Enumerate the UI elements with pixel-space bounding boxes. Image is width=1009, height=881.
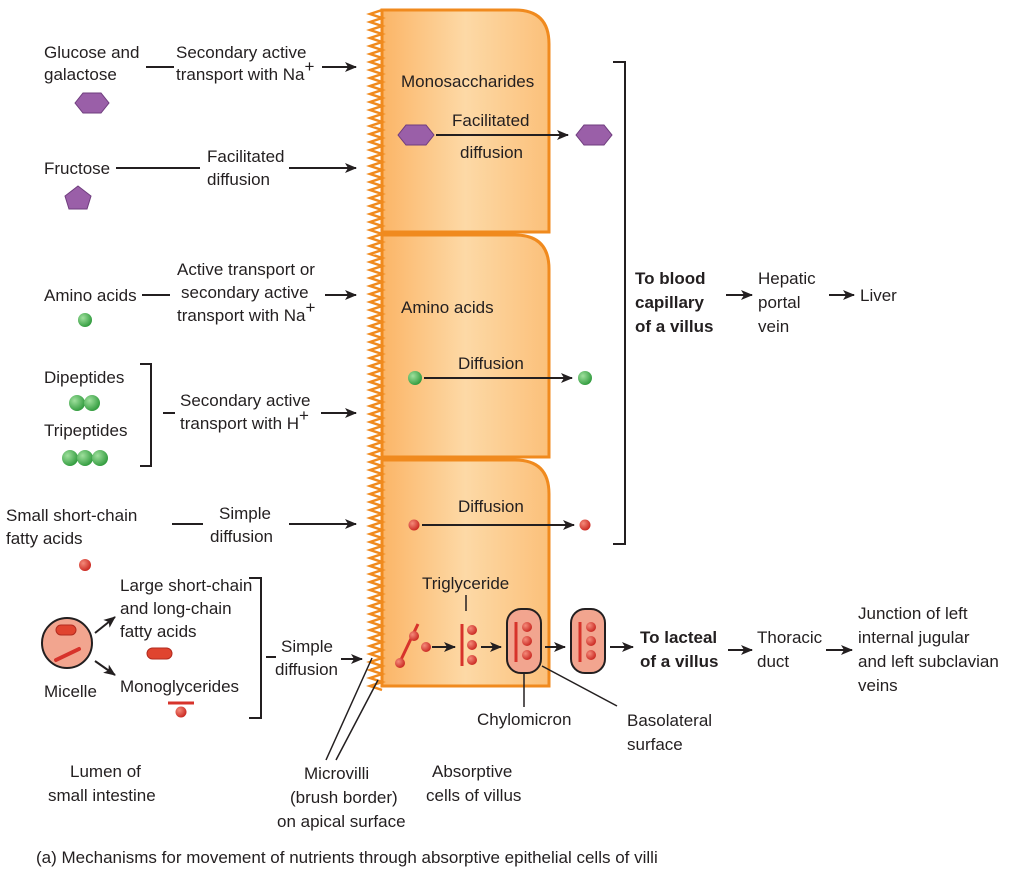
- cell-amino-icon: [408, 371, 422, 385]
- mech-fructose-2: diffusion: [207, 170, 270, 189]
- fructose-pentagon-icon: [64, 185, 92, 210]
- out-thoracic-1: Thoracic: [757, 628, 823, 647]
- out-hepatic-2: portal: [758, 293, 801, 312]
- microvilli-border: [366, 8, 386, 692]
- bottom-microvilli-1: Microvilli: [304, 764, 369, 783]
- amino-exit-icon: [578, 371, 592, 385]
- cell-label-triglyceride: Triglyceride: [422, 574, 509, 593]
- bottom-basolateral-1: Basolateral: [627, 711, 712, 730]
- label-tripeptides: Tripeptides: [44, 421, 127, 440]
- mech-amino-3: transport with Na+: [177, 298, 316, 325]
- mech-amino-1: Active transport or: [177, 260, 315, 279]
- out-junction-3: and left subclavian: [858, 652, 999, 671]
- out-blood-1: To blood: [635, 269, 706, 288]
- out-hepatic-1: Hepatic: [758, 269, 816, 288]
- label-large-fa-1: Large short-chain: [120, 576, 252, 595]
- mech-lipid-1: Simple: [281, 637, 333, 656]
- label-large-fa-2: and long-chain: [120, 599, 232, 618]
- label-small-fa-1: Small short-chain: [6, 506, 137, 525]
- bottom-lumen-2: small intestine: [48, 786, 156, 805]
- caption: (a) Mechanisms for movement of nutrients…: [36, 848, 658, 867]
- absorptive-cells: [366, 8, 551, 692]
- cell-hexagon-left-icon: [397, 124, 435, 146]
- label-small-fa-2: fatty acids: [6, 529, 83, 548]
- hexagon-exit-icon: [575, 124, 613, 146]
- mech-peptides-1: Secondary active: [180, 391, 310, 410]
- peptide-bracket: [140, 363, 152, 467]
- dipeptide-icon-a: [69, 395, 85, 411]
- mech-glucose-2: transport with Na+: [176, 57, 315, 84]
- lipid-bracket: [249, 577, 262, 719]
- out-junction-2: internal jugular: [858, 628, 970, 647]
- tripeptide-icon-a: [62, 450, 78, 466]
- bottom-microvilli-2: (brush border): [290, 788, 398, 807]
- label-glucose-2: galactose: [44, 65, 117, 84]
- out-blood-2: capillary: [635, 293, 705, 312]
- cell-label-monosaccharides: Monosaccharides: [401, 72, 534, 91]
- label-large-fa-3: fatty acids: [120, 622, 197, 641]
- out-blood-3: of a villus: [635, 317, 713, 336]
- monoglyceride-head-icon: [175, 706, 187, 718]
- bottom-absorptive-1: Absorptive: [432, 762, 512, 781]
- out-lacteal-1: To lacteal: [640, 628, 717, 647]
- bottom-chylomicron: Chylomicron: [477, 710, 571, 729]
- bottom-microvilli-3: on apical surface: [277, 812, 406, 831]
- amino-acid-icon: [78, 313, 92, 327]
- out-thoracic-2: duct: [757, 652, 789, 671]
- bottom-basolateral-2: surface: [627, 735, 683, 754]
- mech-peptides-2: transport with H+: [180, 406, 309, 433]
- tripeptide-icon-c: [92, 450, 108, 466]
- cell-middle: [380, 233, 551, 459]
- blood-bracket: [613, 61, 626, 545]
- tripeptide-icon-b: [77, 450, 93, 466]
- cell-diffusion-fa: Diffusion: [458, 497, 524, 516]
- label-amino-acids: Amino acids: [44, 286, 137, 305]
- cell-facilitated-1: Facilitated: [452, 111, 529, 130]
- label-monoglycerides: Monoglycerides: [120, 677, 239, 696]
- mech-small-fa-1: Simple: [219, 504, 271, 523]
- label-fructose: Fructose: [44, 159, 110, 178]
- micelle-icon: [41, 617, 93, 669]
- bottom-absorptive-2: cells of villus: [426, 786, 521, 805]
- mech-small-fa-2: diffusion: [210, 527, 273, 546]
- fatty-acid-capsule-icon: [146, 647, 173, 660]
- out-lacteal-2: of a villus: [640, 652, 718, 671]
- bottom-lumen-1: Lumen of: [70, 762, 141, 781]
- cell-fatty-acid-icon: [408, 519, 420, 531]
- mech-lipid-2: diffusion: [275, 660, 338, 679]
- mech-fructose-1: Facilitated: [207, 147, 284, 166]
- dipeptide-icon-b: [84, 395, 100, 411]
- cell-facilitated-2: diffusion: [460, 143, 523, 162]
- out-junction-1: Junction of left: [858, 604, 968, 623]
- glucose-hexagon-icon: [74, 92, 110, 114]
- fatty-acid-exit-icon: [579, 519, 591, 531]
- label-micelle: Micelle: [44, 682, 97, 701]
- out-junction-4: veins: [858, 676, 898, 695]
- label-glucose-1: Glucose and: [44, 43, 139, 62]
- cell-diffusion-amino: Diffusion: [458, 354, 524, 373]
- arrow-micelle-mg: [94, 660, 116, 676]
- mech-amino-2: secondary active: [181, 283, 309, 302]
- cell-label-amino-acids: Amino acids: [401, 298, 494, 317]
- out-liver: Liver: [860, 286, 897, 305]
- arrow-micelle-fa: [94, 616, 116, 634]
- cell-top: [380, 8, 551, 234]
- out-hepatic-3: vein: [758, 317, 789, 336]
- small-fatty-acid-icon: [79, 559, 91, 571]
- mech-glucose-1: Secondary active: [176, 43, 306, 62]
- label-dipeptides: Dipeptides: [44, 368, 124, 387]
